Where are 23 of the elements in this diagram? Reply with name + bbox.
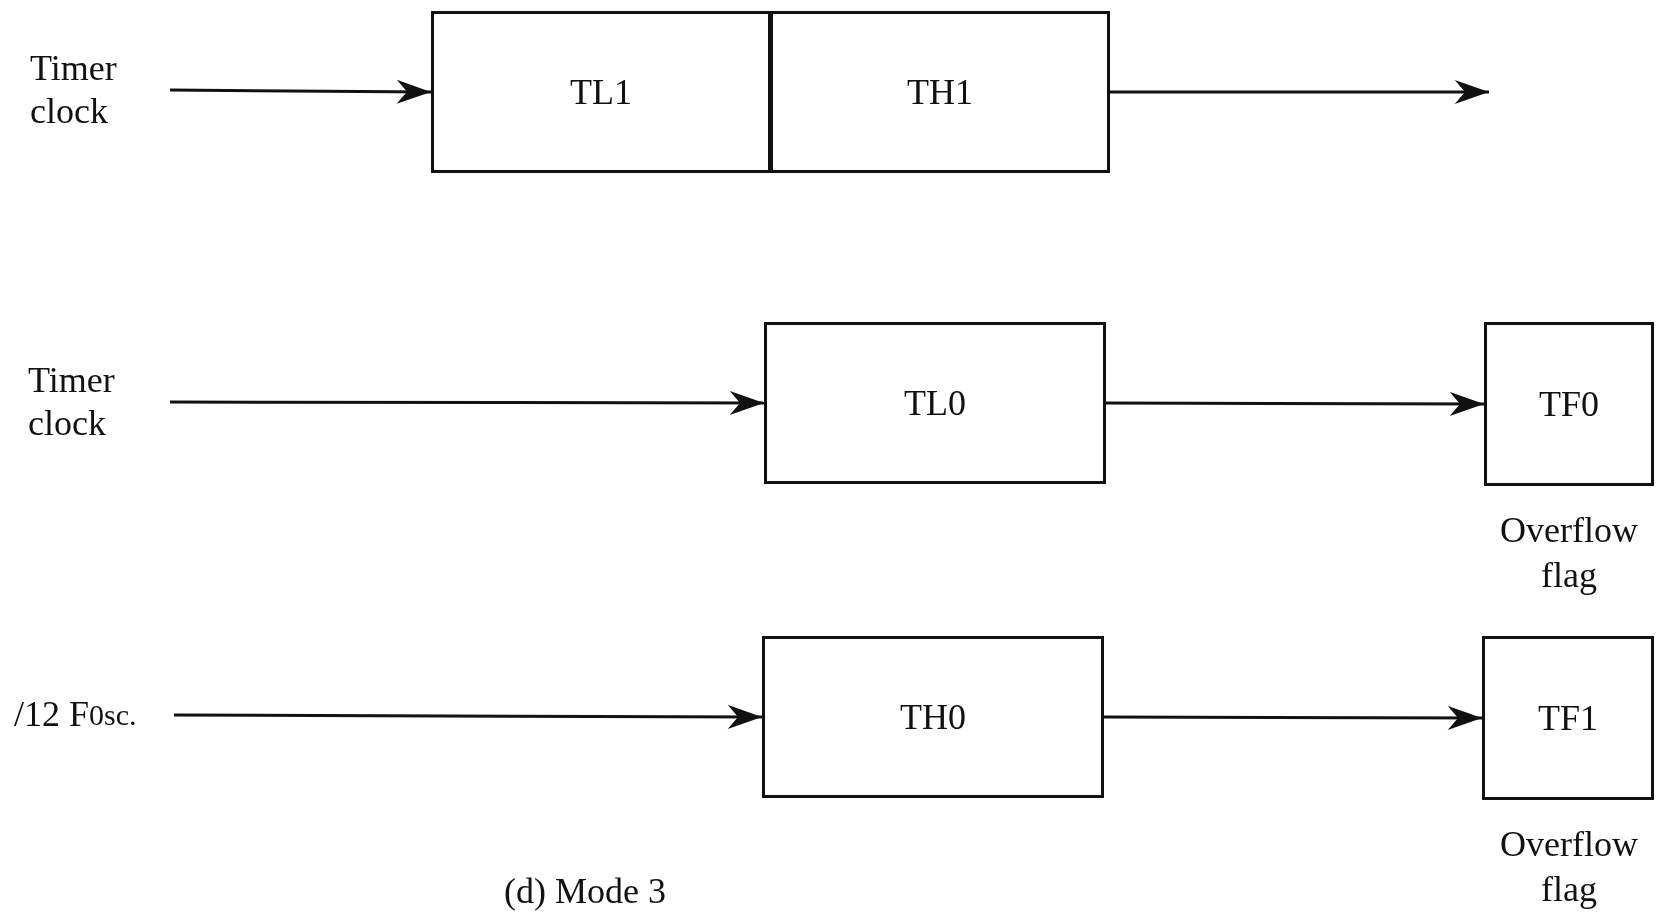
caption: (d) Mode 3 <box>503 870 667 912</box>
register-label: TL1 <box>570 71 632 113</box>
register-box <box>762 636 1104 798</box>
register-box <box>1482 636 1654 800</box>
arrow <box>174 704 762 729</box>
input-label: Timer clock <box>30 40 170 140</box>
arrow <box>1104 705 1482 730</box>
flag-caption: Overflow flag <box>1499 509 1639 597</box>
register-box <box>431 11 771 173</box>
register-label: TL0 <box>904 382 966 424</box>
arrow <box>1106 391 1484 416</box>
register-box <box>1484 322 1654 486</box>
register-box <box>770 11 1110 173</box>
arrow <box>170 390 764 415</box>
register-box <box>764 322 1106 484</box>
register-label: TF0 <box>1539 383 1599 425</box>
input-label: Timer clock <box>28 352 170 452</box>
arrow <box>170 79 431 104</box>
flag-caption: Overflow flag <box>1499 823 1639 911</box>
register-label: TH1 <box>907 71 973 113</box>
register-label: TF1 <box>1538 697 1598 739</box>
register-label: TH0 <box>900 696 966 738</box>
arrow <box>1110 80 1489 104</box>
